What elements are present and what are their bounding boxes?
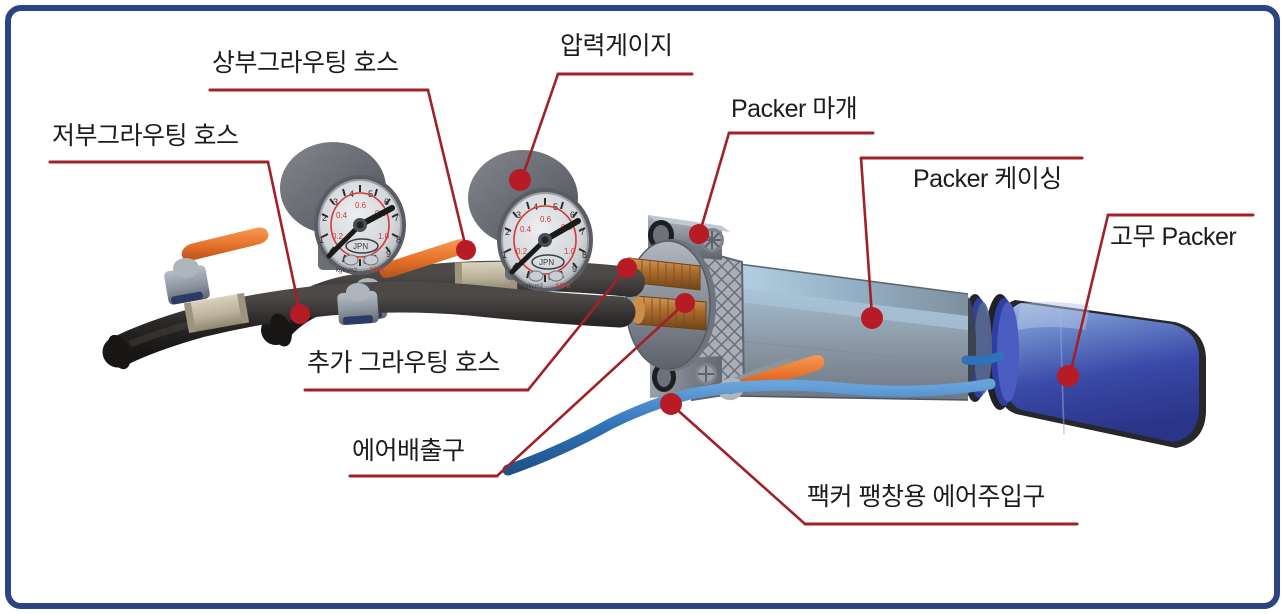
callout-label-packer-casing: Packer 케이싱: [913, 165, 1062, 193]
callout-label-packer-plug: Packer 마개: [731, 95, 858, 123]
callout-label-additional-grouting-hose: 추가 그라우팅 호스: [307, 349, 500, 377]
callout-label-upper-grouting-hose: 상부그라우팅 호스: [212, 49, 399, 77]
callout-label-air-outlet: 에어배출구: [352, 437, 465, 465]
figure-border: [5, 5, 1280, 609]
callout-label-pressure-gauge: 압력게이지: [560, 32, 673, 60]
callout-label-rubber-packer: 고무 Packer: [1110, 223, 1237, 251]
callout-label-packer-inflation-air-inlet: 팩커 팽창용 에어주입구: [807, 483, 1045, 511]
callout-label-lower-grouting-hose: 저부그라우팅 호스: [52, 122, 239, 150]
